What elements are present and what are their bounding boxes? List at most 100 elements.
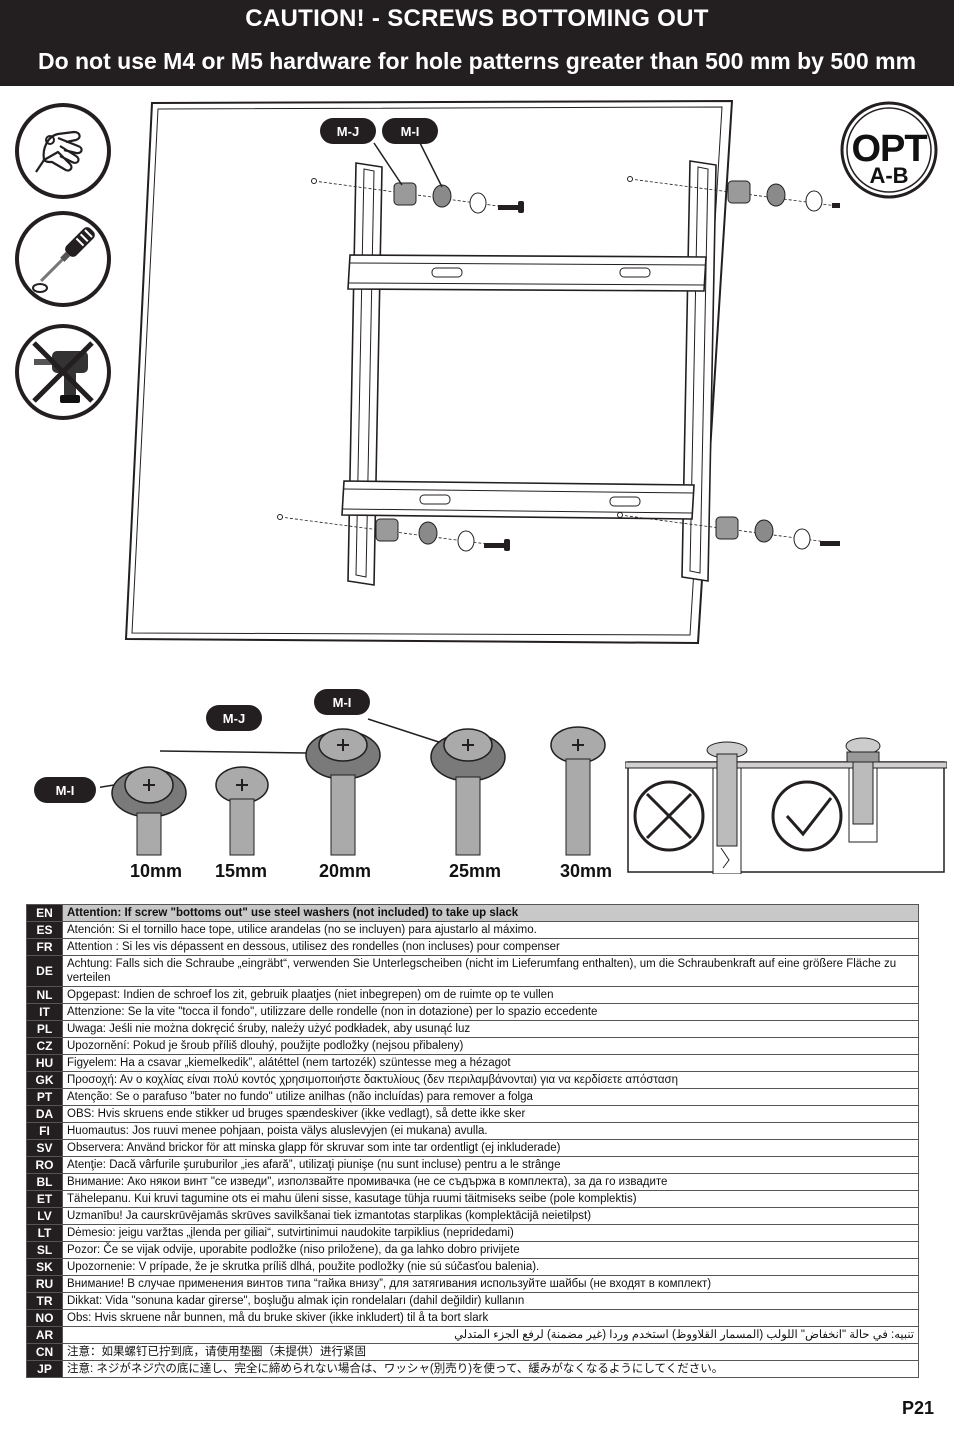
language-warning-text: Dėmesio: jeigu varžtas „įlenda per gilia… — [62, 1224, 919, 1242]
language-code: BL — [26, 1173, 63, 1191]
language-warning-text: Atenţie: Dacă vârfurile şuruburilor „ies… — [62, 1156, 919, 1174]
part-label-mi-screws-top: M-I — [314, 689, 370, 715]
language-code: AR — [26, 1326, 63, 1344]
correct-check-icon — [771, 780, 843, 852]
language-warning-text: Obs: Hvis skruene når bunnen, må du bruk… — [62, 1309, 919, 1327]
language-code: CN — [26, 1343, 63, 1361]
hardware-stack-top-left — [311, 178, 524, 214]
language-warning-text: Внимание: Ако някои винт "се изведи", из… — [62, 1173, 919, 1191]
opt-label: OPT — [851, 128, 927, 170]
language-code: NL — [26, 986, 63, 1004]
language-warning-text: Attenzione: Se la vite "tocca il fondo",… — [62, 1003, 919, 1021]
caution-banner: CAUTION! - SCREWS BOTTOMING OUT Do not u… — [0, 0, 954, 86]
language-code: CZ — [26, 1037, 63, 1055]
no-power-drill-icon — [15, 324, 111, 420]
bottomed-out-screw — [706, 741, 748, 874]
language-code: PL — [26, 1020, 63, 1038]
language-code: NO — [26, 1309, 63, 1327]
language-warning-text: Uzmanību! Ja caurskrūvējamās skrūves sav… — [62, 1207, 919, 1225]
language-code: SK — [26, 1258, 63, 1276]
language-warning-text: Attention : Si les vis dépassent en dess… — [62, 938, 919, 956]
language-warning-text: Dikkat: Vida "sonuna kadar girerse", boş… — [62, 1292, 919, 1310]
language-warning-text: Pozor: Če se vijak odvije, uporabite pod… — [62, 1241, 919, 1259]
screw-lengths-illustration — [100, 718, 606, 856]
language-code: PT — [26, 1088, 63, 1106]
hardware-stack-bottom-left — [277, 514, 511, 552]
wall-plate-bar-top — [347, 254, 707, 292]
screw-size-label: 20mm — [319, 861, 372, 881]
part-label-mi-screws-left: M-I — [34, 777, 96, 803]
language-warning-text: Observera: Använd brickor för att minska… — [62, 1139, 919, 1157]
language-code: EN — [26, 904, 63, 922]
language-warning-text: Upozornění: Pokud je šroub příliš dlouhý… — [62, 1037, 919, 1055]
correct-incorrect-installation-diagram — [625, 737, 947, 874]
language-warning-text: Attention: If screw "bottoms out" use st… — [62, 904, 919, 922]
language-code: HU — [26, 1054, 63, 1072]
language-warning-text: Atenção: Se o parafuso "bater no fundo" … — [62, 1088, 919, 1106]
screwdriver-icon — [15, 211, 111, 307]
language-code: SV — [26, 1139, 63, 1157]
screw-size-label: 15mm — [215, 861, 268, 881]
language-code: DA — [26, 1105, 63, 1123]
screw-30mm — [550, 726, 606, 856]
language-code: LT — [26, 1224, 63, 1242]
language-warning-text: Achtung: Falls sich die Schraube „eingrä… — [62, 955, 919, 987]
language-warning-text: Opgepast: Indien de schroef los zit, geb… — [62, 986, 919, 1004]
language-warning-text: تنبيه: في حالة "انخفاض" اللولب (المسمار … — [62, 1326, 919, 1344]
language-code: SL — [26, 1241, 63, 1259]
language-code: DE — [26, 955, 63, 987]
opt-badge: OPT A-B — [839, 100, 939, 200]
language-warning-text: Figyelem: Ha a csavar „kiemelkedik”, alá… — [62, 1054, 919, 1072]
part-label-mj-screws: M-J — [206, 705, 262, 731]
language-code: LV — [26, 1207, 63, 1225]
language-warning-text: Uwaga: Jeśli nie można dokręcić śruby, n… — [62, 1020, 919, 1038]
language-code: ES — [26, 921, 63, 939]
caution-title: CAUTION! - SCREWS BOTTOMING OUT — [245, 5, 709, 32]
page-number: P21 — [901, 1398, 934, 1418]
part-label-mj-top: M-J — [320, 118, 376, 144]
washered-screw — [845, 737, 881, 843]
screw-25mm — [430, 728, 506, 856]
language-code: RU — [26, 1275, 63, 1293]
caution-subtitle: Do not use M4 or M5 hardware for hole pa… — [37, 48, 917, 74]
screw-10mm — [111, 766, 187, 856]
incorrect-x-icon — [633, 780, 705, 852]
language-warning-text: Внимание! В случае применения винтов тип… — [62, 1275, 919, 1293]
hardware-stack-top-right — [627, 176, 840, 212]
wall-plate-bar-bottom — [341, 480, 695, 520]
language-warning-text: OBS: Hvis skruens ende stikker ud bruges… — [62, 1105, 919, 1123]
language-code: FI — [26, 1122, 63, 1140]
screw-15mm — [215, 766, 269, 856]
screw-size-label: 10mm — [130, 861, 183, 881]
language-code: FR — [26, 938, 63, 956]
screw-20mm — [305, 728, 381, 856]
hardware-stack-bottom-right — [617, 512, 840, 550]
language-code: JP — [26, 1360, 63, 1378]
language-warning-text: Προσοχή: Αν ο κοχλίας είναι πολύ κοντός … — [62, 1071, 919, 1089]
language-code: ET — [26, 1190, 63, 1208]
hand-tighten-icon — [15, 103, 111, 199]
